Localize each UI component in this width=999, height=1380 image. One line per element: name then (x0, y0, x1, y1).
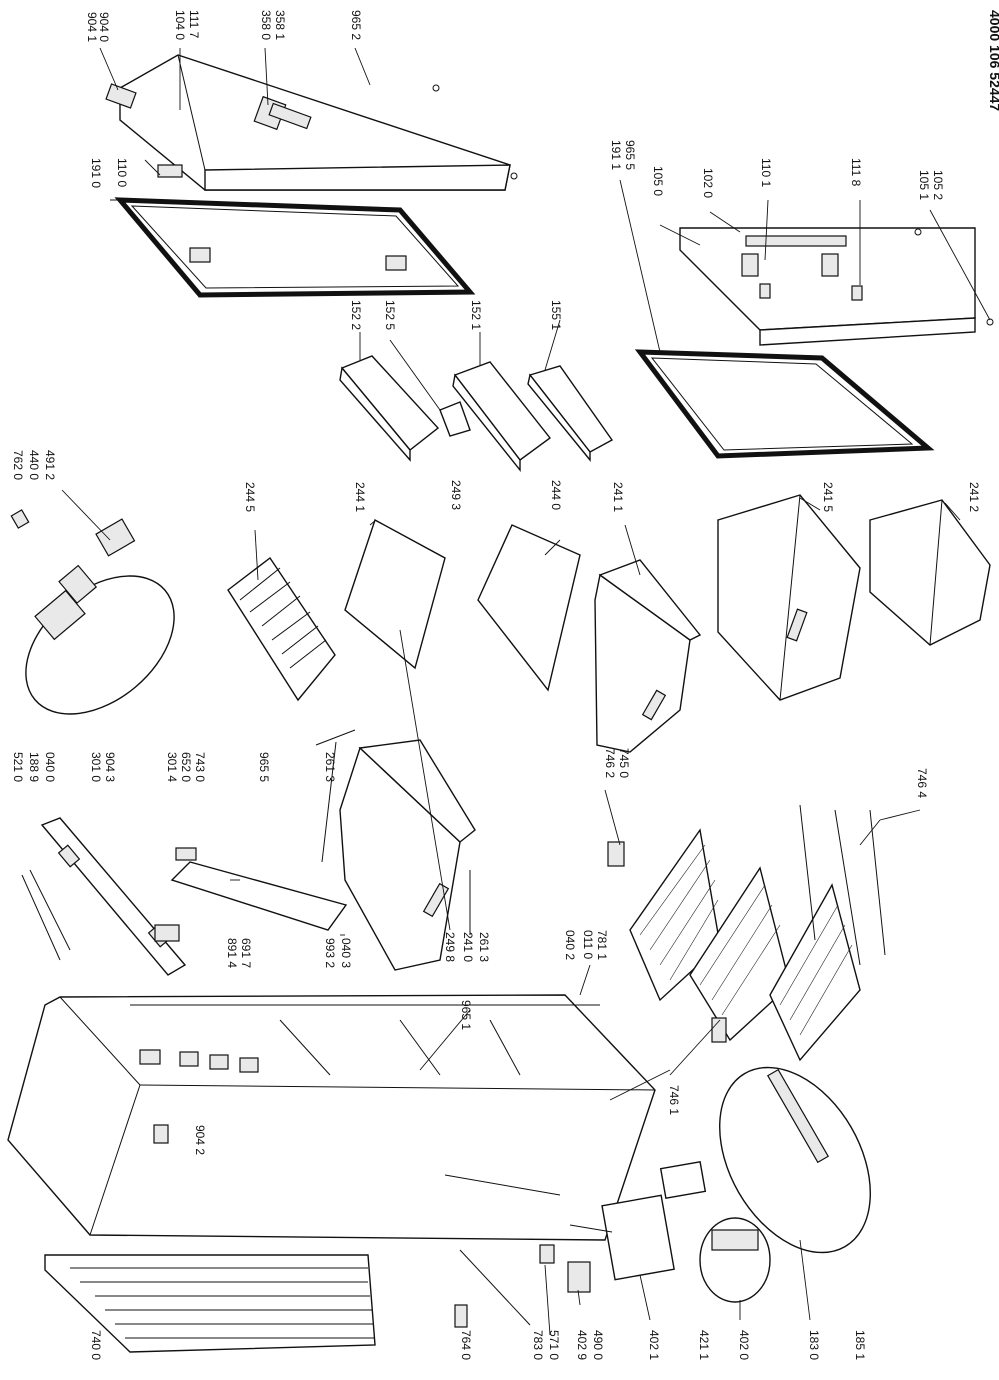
label-0402: 040 2 (563, 930, 577, 960)
label-0403: 040 3 (339, 938, 353, 968)
label-1051: 105 1 (917, 170, 931, 200)
label-3010: 301 0 (89, 752, 103, 782)
label-8914: 891 4 (225, 938, 239, 968)
label-1889: 188 9 (27, 752, 41, 782)
label-6917: 691 7 (239, 938, 253, 968)
small-parts (444, 1174, 591, 1328)
label-2613-a: 261 3 (323, 752, 337, 782)
label-4021: 402 1 (647, 1330, 661, 1360)
label-9041: 904 1 (85, 12, 99, 42)
label-7620: 762 0 (11, 450, 25, 480)
label-1040: 104 0 (173, 10, 187, 40)
label-9651: 965 1 (459, 1000, 473, 1030)
label-1910: 191 0 (89, 158, 103, 188)
glass-shelf-lower (477, 524, 581, 692)
fridge-door-gasket (634, 349, 935, 459)
label-2412: 241 2 (967, 482, 981, 512)
label-0400: 040 0 (43, 752, 57, 782)
label-7811: 781 1 (595, 930, 609, 960)
freezer-drawer-lower (869, 499, 991, 646)
label-1521: 152 1 (469, 300, 483, 330)
label-1020: 102 0 (701, 168, 715, 198)
evaporator-cover (154, 847, 348, 942)
label-4400: 440 0 (27, 450, 41, 480)
control-module (659, 1160, 707, 1200)
label-9652: 965 2 (349, 10, 363, 40)
large-drawer (315, 729, 476, 971)
wire-shelf (227, 556, 336, 702)
label-2613-b: 261 3 (477, 932, 491, 962)
wire-baskets (607, 804, 886, 1062)
label-4912: 491 2 (43, 450, 57, 480)
label-9932: 993 2 (323, 938, 337, 968)
label-1522: 152 2 (349, 300, 363, 330)
leader-lines (61, 47, 991, 1336)
label-3014: 301 4 (165, 752, 179, 782)
label-2415: 241 5 (821, 482, 835, 512)
label-2410: 241 0 (461, 932, 475, 962)
label-5210: 521 0 (11, 752, 25, 782)
label-1911: 191 1 (609, 140, 623, 170)
label-1100: 110 0 (115, 158, 129, 187)
light-housing-detail (10, 509, 175, 715)
label-4900: 490 0 (591, 1330, 605, 1360)
door-balcony-middle (452, 361, 551, 473)
compressor (699, 1217, 771, 1303)
freezer-door (105, 54, 518, 191)
label-7461: 746 1 (667, 1085, 681, 1115)
label-4020: 402 0 (737, 1330, 751, 1360)
label-1851: 185 1 (853, 1330, 867, 1360)
freezer-door-gasket (114, 197, 476, 298)
part-labels: 904 1 904 0 104 0 111 7 358 0 358 1 965 … (11, 10, 981, 1360)
label-7462: 746 2 (603, 748, 617, 778)
label-1525: 152 5 (383, 300, 397, 330)
label-9655-cover: 965 5 (257, 752, 271, 782)
label-1551: 155 1 (549, 300, 563, 330)
label-1101: 110 1 (759, 158, 773, 187)
document-number: 4000 106 52447 (987, 10, 999, 111)
label-2493: 249 3 (449, 480, 463, 510)
label-9655-door: 965 5 (623, 140, 637, 170)
label-2498: 249 8 (443, 932, 457, 962)
label-2440: 244 0 (549, 480, 563, 510)
label-4029: 402 9 (575, 1330, 589, 1360)
label-6520: 652 0 (179, 752, 193, 782)
label-7430: 743 0 (193, 752, 207, 782)
door-balcony-upper (339, 355, 440, 462)
door-balcony-lower (527, 365, 614, 462)
label-0110: 011 0 (581, 930, 595, 959)
control-panel (21, 817, 187, 976)
base-tray (719, 1066, 871, 1254)
cabinet (7, 994, 656, 1241)
side-panel (44, 1254, 376, 1353)
fridge-door (679, 227, 994, 346)
label-9043: 904 3 (103, 752, 117, 782)
label-7400: 740 0 (89, 1330, 103, 1360)
freezer-drawer-upper (717, 494, 861, 701)
label-7830: 783 0 (531, 1330, 545, 1360)
label-3580: 358 0 (259, 10, 273, 40)
crisper-drawer (594, 559, 702, 753)
label-3581: 358 1 (273, 10, 287, 40)
label-7464: 746 4 (915, 768, 929, 798)
label-2445: 244 5 (243, 482, 257, 512)
label-1117: 111 7 (187, 10, 201, 39)
label-2441: 244 1 (353, 482, 367, 512)
label-7450: 745 0 (617, 748, 631, 778)
label-1830: 183 0 (807, 1330, 821, 1360)
door-balcony-clip (439, 401, 471, 437)
label-1118: 111 8 (849, 158, 863, 187)
label-1052: 105 2 (931, 170, 945, 200)
label-2411: 241 1 (611, 482, 625, 512)
label-9042: 904 2 (193, 1125, 207, 1155)
label-7640: 764 0 (459, 1330, 473, 1360)
label-5710: 571 0 (547, 1330, 561, 1360)
label-4211: 421 1 (697, 1330, 711, 1360)
label-9040: 904 0 (97, 12, 111, 42)
label-1050: 105 0 (651, 166, 665, 196)
relay-pack (601, 1194, 675, 1281)
glass-shelf-upper (344, 518, 446, 670)
